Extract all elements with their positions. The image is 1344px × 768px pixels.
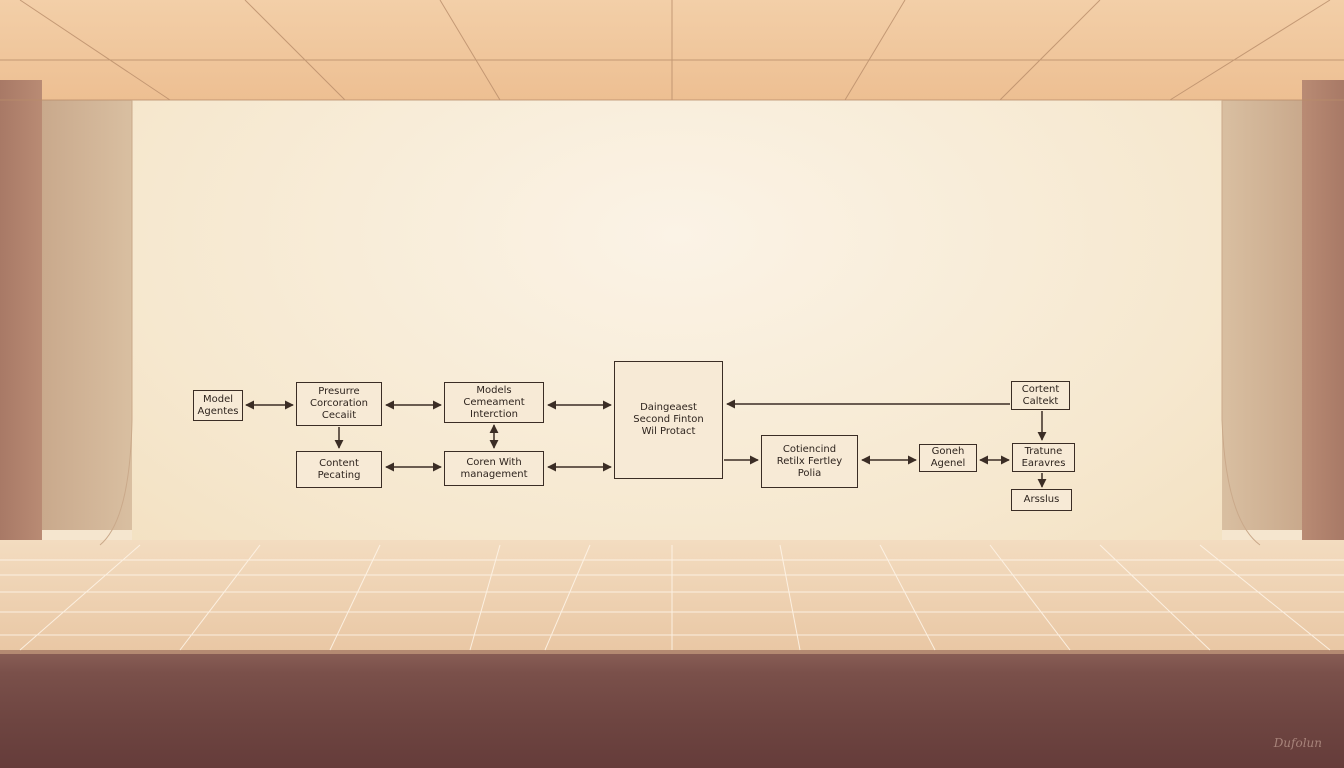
node-central: Daingeaest Second Finton Wil Protact [614, 361, 723, 479]
node-models-cemeament: Models Cemeament Interction [444, 382, 544, 423]
node-goneh: Goneh Agenel [919, 444, 977, 472]
right-wing-panel [1222, 100, 1302, 530]
node-arsslus: Arsslus [1011, 489, 1072, 511]
left-wing-panel [42, 100, 132, 530]
stage-lip [0, 650, 1344, 654]
left-wall [0, 80, 42, 540]
node-pressure: Presurre Corcoration Cecaiit [296, 382, 382, 426]
artist-signature: Dufolun [1273, 736, 1322, 750]
node-model-agents: Model Agentes [193, 390, 243, 421]
right-wall [1302, 80, 1344, 540]
node-cortent-caltekt: Cortent Caltekt [1011, 381, 1070, 410]
stage-front [0, 650, 1344, 768]
node-tratune: Tratune Earavres [1012, 443, 1075, 472]
node-coren-with: Coren With management [444, 451, 544, 486]
node-cotiencind: Cotiencind Retilx Fertley Polia [761, 435, 858, 488]
node-content-pecating: Content Pecating [296, 451, 382, 488]
